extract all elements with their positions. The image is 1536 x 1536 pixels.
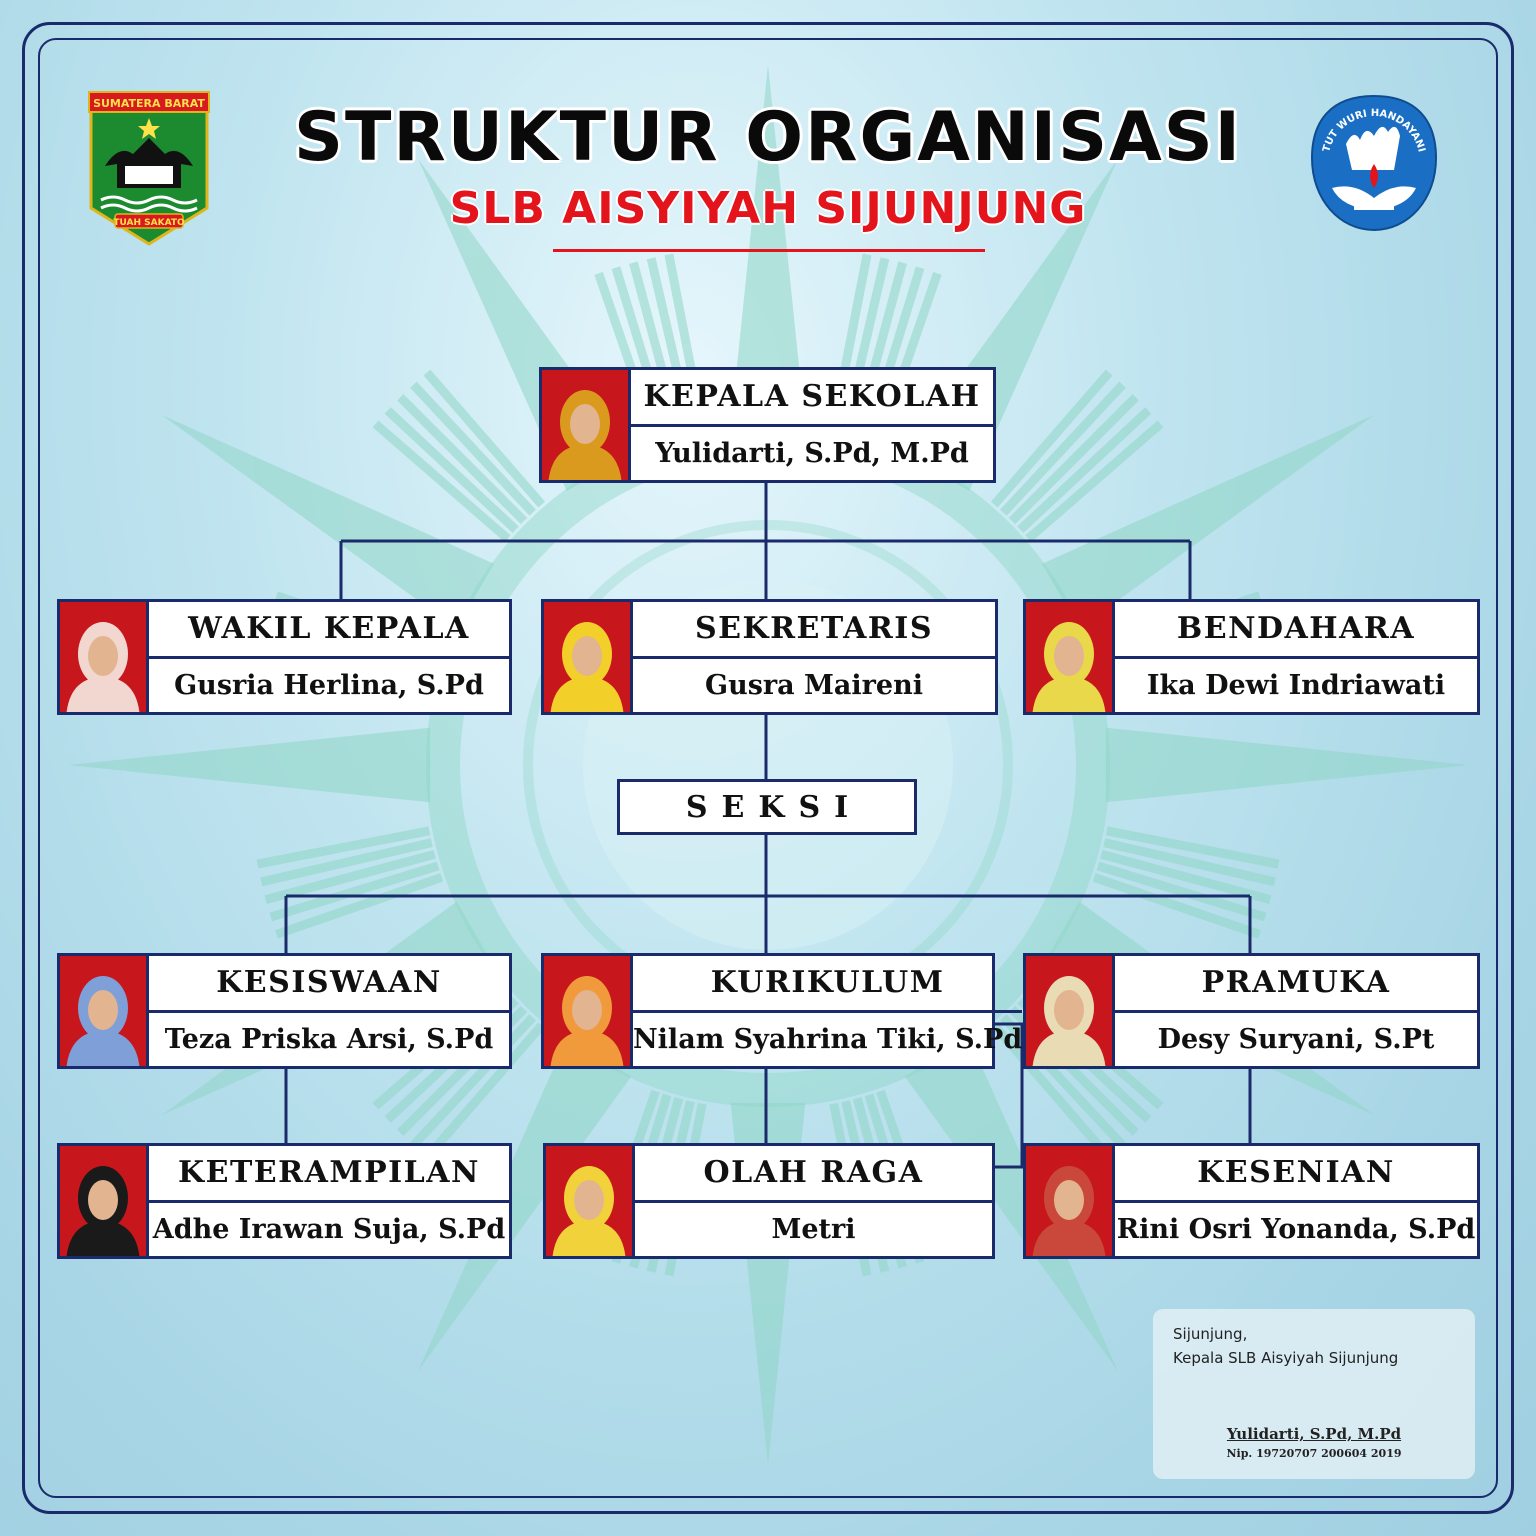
officer-photo [1026, 602, 1115, 712]
portrait-body [550, 1030, 624, 1066]
portrait-body [66, 676, 140, 712]
section-box-pramuka: PRAMUKA Desy Suryani, S.Pt [1023, 953, 1480, 1069]
title-underline [553, 249, 985, 252]
portrait-face [88, 990, 118, 1030]
officer-box-wakil-kepala: WAKIL KEPALA Gusria Herlina, S.Pd [57, 599, 512, 715]
section-role: KESENIAN [1115, 1146, 1477, 1203]
section-name: Nilam Syahrina Tiki, S.Pd [633, 1023, 1023, 1055]
portrait-body [66, 1030, 140, 1066]
head-box: KEPALA SEKOLAH Yulidarti, S.Pd, M.Pd [539, 367, 996, 483]
section-box-kesenian: KESENIAN Rini Osri Yonanda, S.Pd [1023, 1143, 1480, 1259]
sumatera-barat-logo: SUMATERA BARAT TUAH SAKATO [88, 91, 210, 246]
officer-role: BENDAHARA [1115, 602, 1477, 659]
section-box-olah-raga: OLAH RAGA Metri [543, 1143, 995, 1259]
portrait-body [550, 676, 624, 712]
officer-box-bendahara: BENDAHARA Ika Dewi Indriawati [1023, 599, 1480, 715]
officer-name: Gusria Herlina, S.Pd [174, 669, 484, 701]
signature-block: Sijunjung, Kepala SLB Aisyiyah Sijunjung… [1153, 1309, 1475, 1479]
inner-frame [38, 38, 1498, 1498]
portrait-body [1032, 1030, 1106, 1066]
portrait-face [574, 1180, 604, 1220]
signature-name: Yulidarti, S.Pd, M.Pd [1226, 1425, 1402, 1443]
portrait-face [570, 404, 600, 444]
section-role: PRAMUKA [1115, 956, 1477, 1013]
section-photo [1026, 1146, 1115, 1256]
logo-bottom-text: TUAH SAKATO [113, 218, 185, 228]
section-name: Adhe Irawan Suja, S.Pd [152, 1213, 506, 1245]
signature-role: Kepala SLB Aisyiyah Sijunjung [1173, 1349, 1399, 1367]
section-photo [60, 956, 149, 1066]
portrait-face [1054, 1180, 1084, 1220]
officer-photo [60, 602, 149, 712]
head-role: KEPALA SEKOLAH [631, 370, 993, 427]
portrait-face [572, 990, 602, 1030]
section-role: OLAH RAGA [635, 1146, 992, 1203]
section-box-kesiswaan: KESISWAAN Teza Priska Arsi, S.Pd [57, 953, 512, 1069]
portrait-body [66, 1220, 140, 1256]
section-photo [544, 956, 633, 1066]
section-role: KETERAMPILAN [149, 1146, 509, 1203]
section-role: KESISWAAN [149, 956, 509, 1013]
signature-place: Sijunjung, [1173, 1325, 1248, 1343]
portrait-body [1032, 676, 1106, 712]
portrait-body [1032, 1220, 1106, 1256]
head-name: Yulidarti, S.Pd, M.Pd [655, 437, 969, 469]
officer-role: WAKIL KEPALA [149, 602, 509, 659]
portrait-body [552, 1220, 626, 1256]
officer-role: SEKRETARIS [633, 602, 995, 659]
portrait-face [88, 636, 118, 676]
section-name: Teza Priska Arsi, S.Pd [164, 1023, 494, 1055]
officer-box-sekretaris: SEKRETARIS Gusra Maireni [541, 599, 998, 715]
section-name: Rini Osri Yonanda, S.Pd [1116, 1213, 1476, 1245]
seksi-label: SEKSI [617, 779, 917, 835]
section-box-keterampilan: KETERAMPILAN Adhe Irawan Suja, S.Pd [57, 1143, 512, 1259]
signature-nip: Nip. 19720707 200604 2019 [1226, 1447, 1402, 1460]
logo-top-text: SUMATERA BARAT [93, 97, 205, 110]
portrait-face [88, 1180, 118, 1220]
officer-name: Ika Dewi Indriawati [1146, 669, 1446, 701]
section-name: Metri [771, 1213, 856, 1245]
section-box-kurikulum: KURIKULUM Nilam Syahrina Tiki, S.Pd [541, 953, 1023, 1069]
section-name: Desy Suryani, S.Pt [1157, 1023, 1435, 1055]
section-photo [1026, 956, 1115, 1066]
portrait-face [1054, 636, 1084, 676]
section-role: KURIKULUM [633, 956, 1023, 1013]
portrait-body [548, 444, 622, 480]
page-title: STRUKTUR ORGANISASI [294, 98, 1242, 177]
head-photo [542, 370, 631, 480]
portrait-face [572, 636, 602, 676]
officer-name: Gusra Maireni [705, 669, 923, 701]
officer-photo [544, 602, 633, 712]
section-photo [60, 1146, 149, 1256]
page-subtitle: SLB AISYIYAH SIJUNJUNG [449, 183, 1087, 234]
tut-wuri-handayani-logo: TUT WURI HANDAYANI [1310, 94, 1438, 232]
outer-frame [22, 22, 1514, 1514]
portrait-face [1054, 990, 1084, 1030]
section-photo [546, 1146, 635, 1256]
